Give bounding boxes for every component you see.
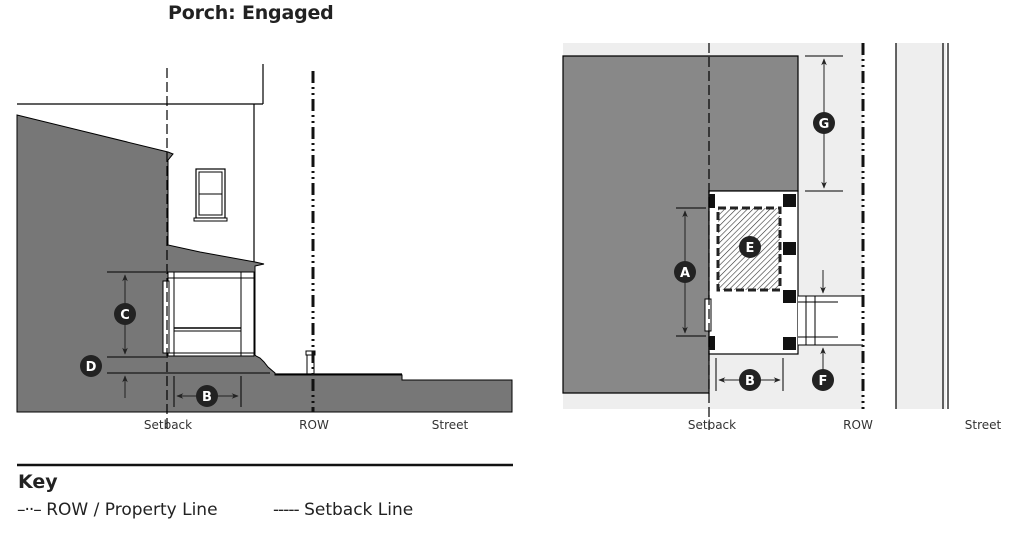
marker-f: F <box>812 369 834 391</box>
svg-text:D: D <box>86 360 97 375</box>
setback-line-symbol: ----- <box>273 500 300 520</box>
label-street-elevation: Street <box>432 418 469 432</box>
marker-b-elevation: B <box>196 385 218 407</box>
dimension-d <box>107 372 270 398</box>
marker-c: C <box>114 303 136 325</box>
label-street-plan: Street <box>965 418 1002 432</box>
svg-text:F: F <box>819 374 828 389</box>
front-steps <box>798 295 863 346</box>
key-title: Key <box>18 471 58 493</box>
label-row-plan: ROW <box>843 418 873 432</box>
elevation-view: C D B Setback ROW Street <box>16 64 513 432</box>
marker-b-plan: B <box>739 369 761 391</box>
svg-text:G: G <box>819 117 830 132</box>
svg-text:B: B <box>202 390 212 405</box>
marker-a: A <box>674 261 696 283</box>
street-strip <box>896 43 946 409</box>
adjacent-building <box>16 114 513 413</box>
svg-text:E: E <box>746 241 755 256</box>
window <box>193 168 228 222</box>
svg-text:A: A <box>680 266 690 281</box>
setback-line-label: Setback Line <box>304 500 414 520</box>
row-line-label: ROW / Property Line <box>46 500 218 520</box>
marker-d: D <box>80 355 102 377</box>
key-item-row-line: –··– ROW / Property Line <box>17 500 218 520</box>
svg-text:B: B <box>745 374 755 389</box>
porch-elevation <box>162 271 255 357</box>
main-house-outline <box>17 64 264 262</box>
marker-e: E <box>739 236 761 258</box>
diagram-title: Porch: Engaged <box>168 2 334 24</box>
plan-view: G A E B F Setback ROW Street <box>562 43 1002 432</box>
label-row-elevation: ROW <box>299 418 329 432</box>
key-item-setback-line: ----- Setback Line <box>273 500 413 520</box>
porch-plan <box>704 190 799 355</box>
svg-text:C: C <box>120 308 130 323</box>
row-line-symbol: –··– <box>17 500 42 520</box>
label-setback-plan: Setback <box>688 418 736 432</box>
marker-g: G <box>813 112 835 134</box>
label-setback-elevation: Setback <box>144 418 192 432</box>
